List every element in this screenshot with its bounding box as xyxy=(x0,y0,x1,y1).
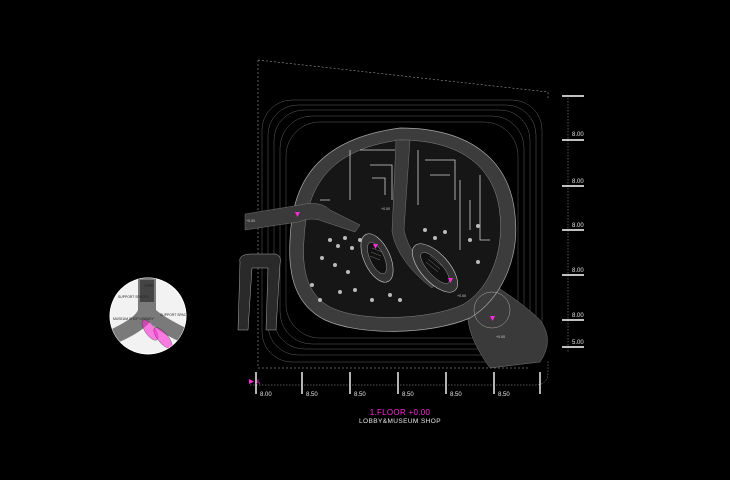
entrance-markers xyxy=(295,212,495,321)
key-plan: CORE SUPPORT SPACES MUSEUM SHOP LIBRARY … xyxy=(109,277,191,355)
dim-label: 8.00 xyxy=(572,268,584,274)
dim-label: 8.00 xyxy=(572,132,584,138)
dim-label: 8.00 xyxy=(572,313,584,319)
dim-label: 8.50 xyxy=(306,392,318,398)
interior-walls xyxy=(320,149,490,250)
rotunda xyxy=(473,291,511,329)
dim-label: 8.50 xyxy=(402,392,414,398)
level-marker: +0.00 xyxy=(457,294,466,298)
dim-label: 5.00 xyxy=(572,340,584,346)
plan-title: 1.FLOOR +0.00 xyxy=(369,408,431,417)
site-boundary xyxy=(257,59,549,369)
dim-label: 8.00 xyxy=(572,223,584,229)
ramp-element xyxy=(237,253,281,331)
key-plan-label: CORE xyxy=(144,284,155,288)
dimension-right: 8.00 8.00 8.00 8.00 8.00 5.00 xyxy=(562,95,584,352)
level-markers: +0.00 +0.00 +0.00 +0.00 xyxy=(246,207,505,339)
dim-label: 8.00 xyxy=(572,179,584,185)
dim-label: 8.00 xyxy=(260,392,272,398)
section-marker: A xyxy=(249,379,260,386)
stair xyxy=(369,247,443,273)
key-plan-label: MUSEUM SHOP LIBRARY xyxy=(113,317,155,321)
dimension-bottom: 8.00 8.50 8.50 8.50 8.50 8.50 xyxy=(250,360,549,398)
key-plan-label: SUPPORT SPACES xyxy=(118,295,149,299)
section-marker-label: A xyxy=(256,380,260,386)
plan-subtitle: LOBBY&MUSEUM SHOP xyxy=(359,418,441,425)
key-plan-label: SUPPORT SPACES xyxy=(160,313,191,317)
dim-label: 8.50 xyxy=(498,392,510,398)
landscape-contours xyxy=(261,99,543,363)
entrance-corridor xyxy=(244,203,361,233)
level-marker: +0.00 xyxy=(381,207,390,211)
dim-label: 8.50 xyxy=(450,392,462,398)
dim-label: 8.50 xyxy=(354,392,366,398)
furniture xyxy=(310,224,480,302)
level-marker: +0.00 xyxy=(246,219,255,223)
level-marker: +0.00 xyxy=(496,335,505,339)
